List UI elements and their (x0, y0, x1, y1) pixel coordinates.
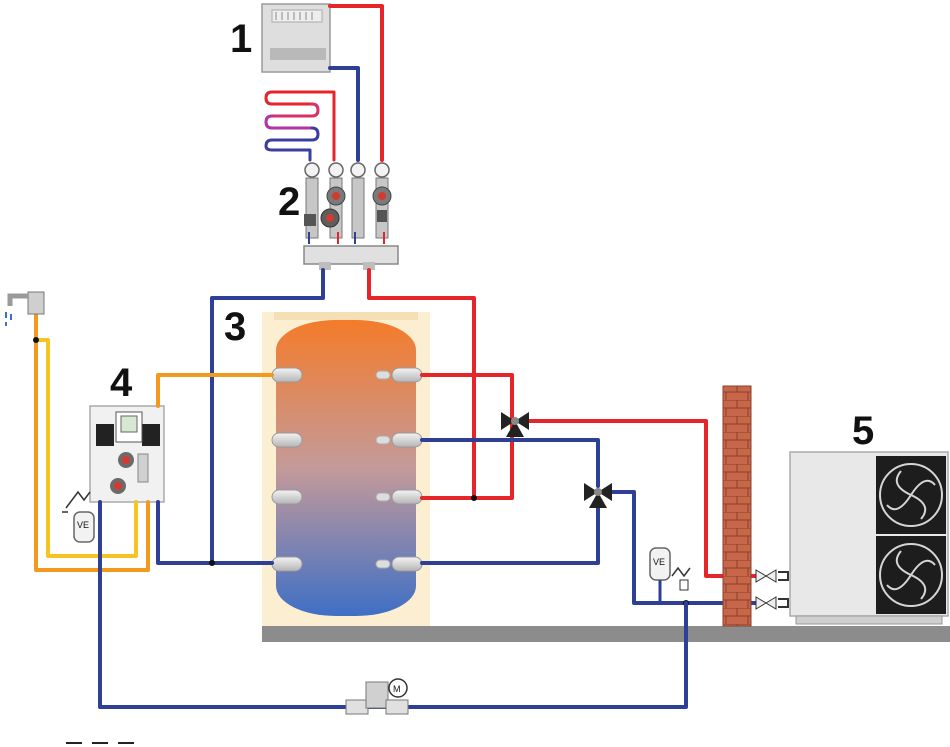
heatpump-return-valve (755, 596, 789, 610)
fan-coil-return-pipe (328, 66, 360, 162)
manifold-supply-pipe (367, 268, 476, 500)
label-fresh-water-station: 4 (110, 361, 133, 405)
heatpump-flow-valve (755, 569, 789, 583)
manifold-header (303, 245, 399, 265)
label-manifold: 2 (278, 180, 300, 224)
floor-slab (262, 626, 950, 642)
fan-icon (879, 463, 943, 527)
thermometer-icon (374, 162, 390, 178)
fan-icon (879, 543, 943, 607)
motor-label: M (393, 684, 401, 694)
pipe-junction (33, 337, 39, 343)
manifold-group-ufh (304, 162, 346, 239)
motor-icon (388, 678, 408, 698)
thermometer-icon (350, 162, 366, 178)
pressure-reducer: M (345, 678, 409, 715)
manifold-return-pipe (210, 268, 325, 565)
fresh-water-station (89, 405, 165, 503)
pipe-junction (471, 495, 477, 501)
station-primary-supply-pipe (156, 373, 274, 408)
ve-label-right: VE (653, 557, 665, 567)
three-way-valve-top (501, 412, 529, 437)
thermometer-icon (328, 162, 344, 178)
pipe-junction (209, 560, 215, 566)
tank-connections (271, 367, 423, 572)
brick-wall (722, 385, 752, 627)
expansion-vessel-left: VE (62, 490, 95, 543)
expansion-vessel-right: VE (649, 547, 691, 606)
manifold-group-fancoil (350, 162, 392, 239)
tank-bottom-return-pipe (420, 498, 600, 565)
label-heat-pump: 5 (852, 409, 874, 453)
buffer-tank (262, 312, 430, 626)
label-fan-coil: 1 (230, 17, 252, 61)
thermometer-icon (304, 162, 320, 178)
cold-water-inlet-pipe (34, 338, 138, 558)
underfloor-heating-coil (264, 90, 336, 162)
heat-pump-outdoor-unit (789, 451, 949, 625)
ve-label-left: VE (77, 520, 89, 530)
fan-coil-unit (261, 3, 331, 73)
hot-water-outlet-pipe (34, 310, 150, 572)
label-buffer-tank: 3 (224, 305, 246, 349)
station-primary-return-pipe (156, 500, 214, 565)
tank-top-supply-pipe (420, 373, 514, 500)
manifold-columns (303, 162, 399, 270)
faucet-icon (5, 291, 45, 326)
heatpump-return-pipe (610, 490, 758, 605)
three-way-valve-bottom (584, 483, 612, 508)
tank-upper-return-pipe (420, 438, 600, 488)
fan-coil-supply-pipe (328, 4, 384, 162)
